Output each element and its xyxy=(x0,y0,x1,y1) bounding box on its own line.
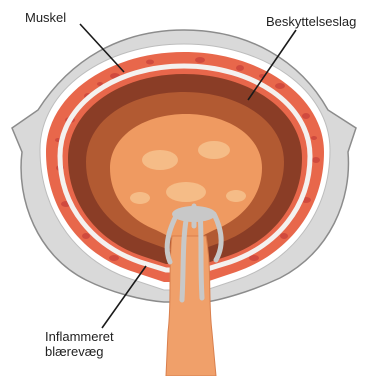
inflamed-wall-label: Inflammeret blærevæg xyxy=(45,329,114,359)
protective-layer-label: Beskyttelseslag xyxy=(266,14,356,29)
muscle-label: Muskel xyxy=(25,10,66,25)
urethra xyxy=(166,236,216,376)
inflamed-wall-label-line2: blærevæg xyxy=(45,344,114,359)
mucus-pool xyxy=(172,206,216,222)
inflamed-wall-label-line1: Inflammeret xyxy=(45,329,114,344)
